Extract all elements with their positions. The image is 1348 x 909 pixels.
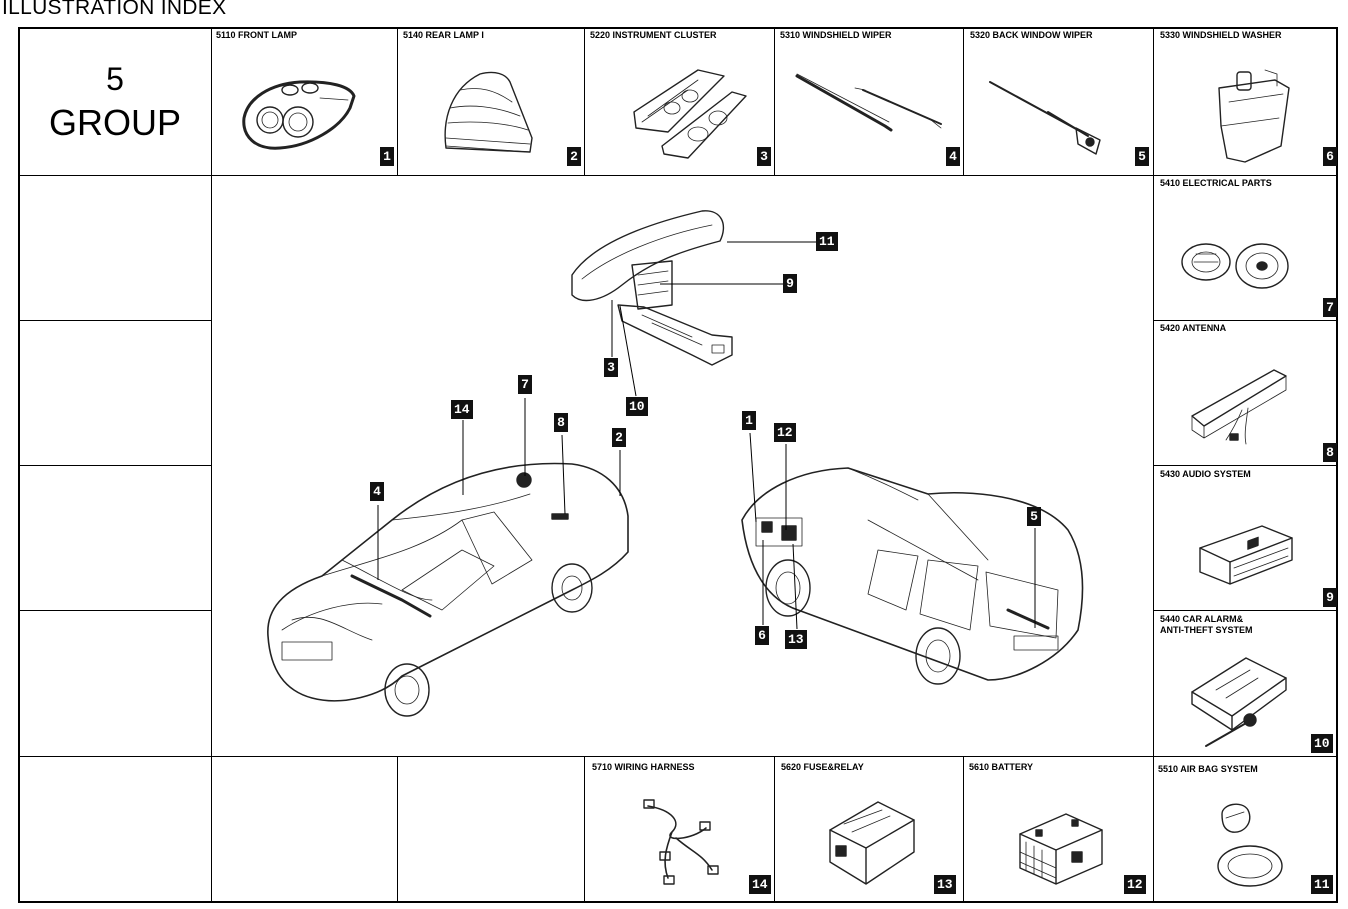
grid-line bbox=[18, 175, 1338, 176]
electrical-parts-label: 5410 ELECTRICAL PARTS bbox=[1160, 178, 1272, 188]
antenna-illustration bbox=[1191, 369, 1287, 445]
grid-line bbox=[963, 27, 964, 175]
index-number-badge: 8 bbox=[1323, 443, 1337, 462]
callout-badge: 7 bbox=[518, 375, 532, 394]
grid-line bbox=[584, 756, 585, 903]
car-alarm-label: 5440 CAR ALARM& ANTI-THEFT SYSTEM bbox=[1160, 614, 1253, 635]
rear-lamp-illustration bbox=[444, 71, 533, 153]
index-number-badge: 1 bbox=[380, 147, 394, 166]
callout-badge: 6 bbox=[755, 626, 769, 645]
antenna-label: 5420 ANTENNA bbox=[1160, 323, 1227, 333]
back-window-wiper-label: 5320 BACK WINDOW WIPER bbox=[970, 30, 1093, 40]
audio-system-label: 5430 AUDIO SYSTEM bbox=[1160, 469, 1251, 479]
dashboard-illustration bbox=[571, 210, 733, 366]
battery-label: 5610 BATTERY bbox=[969, 762, 1034, 772]
index-number-badge: 11 bbox=[1311, 875, 1333, 894]
index-number-badge: 10 bbox=[1311, 734, 1333, 753]
car-alarm-illustration bbox=[1191, 657, 1287, 747]
front-lamp-label: 5110 FRONT LAMP bbox=[216, 30, 298, 40]
front-lamp-illustration bbox=[242, 80, 356, 150]
index-number-badge: 6 bbox=[1323, 147, 1337, 166]
wiring-harness-illustration bbox=[643, 799, 719, 885]
callout-badge: 2 bbox=[612, 428, 626, 447]
grid-line bbox=[584, 27, 585, 175]
callout-badge: 11 bbox=[816, 232, 838, 251]
callout-badge: 4 bbox=[370, 482, 384, 501]
index-number-badge: 9 bbox=[1323, 588, 1337, 607]
air-bag-illustration bbox=[1217, 803, 1283, 887]
battery-illustration bbox=[1019, 813, 1103, 885]
index-number-badge: 12 bbox=[1124, 875, 1146, 894]
index-number-badge: 13 bbox=[934, 875, 956, 894]
windshield-wiper-illustration bbox=[795, 73, 942, 132]
windshield-washer-illustration bbox=[1218, 69, 1290, 163]
grid-line bbox=[18, 756, 1338, 757]
callout-badge: 9 bbox=[783, 274, 797, 293]
grid-line bbox=[18, 610, 212, 611]
sedan-illustration bbox=[267, 462, 629, 717]
grid-line bbox=[18, 465, 212, 466]
windshield-wiper-label: 5310 WINDSHIELD WIPER bbox=[780, 30, 892, 40]
index-number-badge: 2 bbox=[567, 147, 581, 166]
air-bag-system-label: 5510 AIR BAG SYSTEM bbox=[1158, 764, 1258, 774]
index-number-badge: 7 bbox=[1323, 298, 1337, 317]
grid-line bbox=[1153, 610, 1338, 611]
callout-badge: 5 bbox=[1027, 507, 1041, 526]
group-number: 5 bbox=[106, 61, 124, 97]
index-number-badge: 14 bbox=[749, 875, 771, 894]
instrument-cluster-label: 5220 INSTRUMENT CLUSTER bbox=[590, 30, 717, 40]
grid-line bbox=[774, 27, 775, 175]
grid-line bbox=[774, 756, 775, 903]
grid-line bbox=[1153, 27, 1154, 903]
callout-badge: 1 bbox=[742, 411, 756, 430]
fuse-relay-label: 5620 FUSE&RELAY bbox=[781, 762, 864, 772]
group-word: GROUP bbox=[48, 102, 181, 143]
back-window-wiper-illustration bbox=[989, 81, 1101, 155]
audio-system-illustration bbox=[1199, 525, 1293, 585]
instrument-cluster-illustration bbox=[633, 69, 747, 159]
callout-badge: 13 bbox=[785, 630, 807, 649]
grid-line bbox=[18, 320, 212, 321]
wagon-illustration bbox=[741, 467, 1084, 685]
callout-badge: 10 bbox=[626, 397, 648, 416]
grid-line bbox=[397, 756, 398, 903]
index-number-badge: 3 bbox=[757, 147, 771, 166]
electrical-parts-illustration bbox=[1181, 243, 1289, 289]
grid-line bbox=[397, 27, 398, 175]
windshield-washer-label: 5330 WINDSHIELD WASHER bbox=[1160, 30, 1282, 40]
grid-line bbox=[963, 756, 964, 903]
grid-line bbox=[1153, 465, 1338, 466]
callout-badge: 8 bbox=[554, 413, 568, 432]
page-title: ILLUSTRATION INDEX bbox=[2, 0, 227, 19]
callout-badge: 14 bbox=[451, 400, 473, 419]
index-number-badge: 4 bbox=[946, 147, 960, 166]
wiring-harness-label: 5710 WIRING HARNESS bbox=[592, 762, 695, 772]
callout-badge: 12 bbox=[774, 423, 796, 442]
fuse-relay-illustration bbox=[829, 801, 915, 885]
callout-badge: 3 bbox=[604, 358, 618, 377]
rear-lamp-label: 5140 REAR LAMP I bbox=[403, 30, 484, 40]
index-number-badge: 5 bbox=[1135, 147, 1149, 166]
grid-line bbox=[211, 27, 212, 903]
grid-line bbox=[1153, 320, 1338, 321]
